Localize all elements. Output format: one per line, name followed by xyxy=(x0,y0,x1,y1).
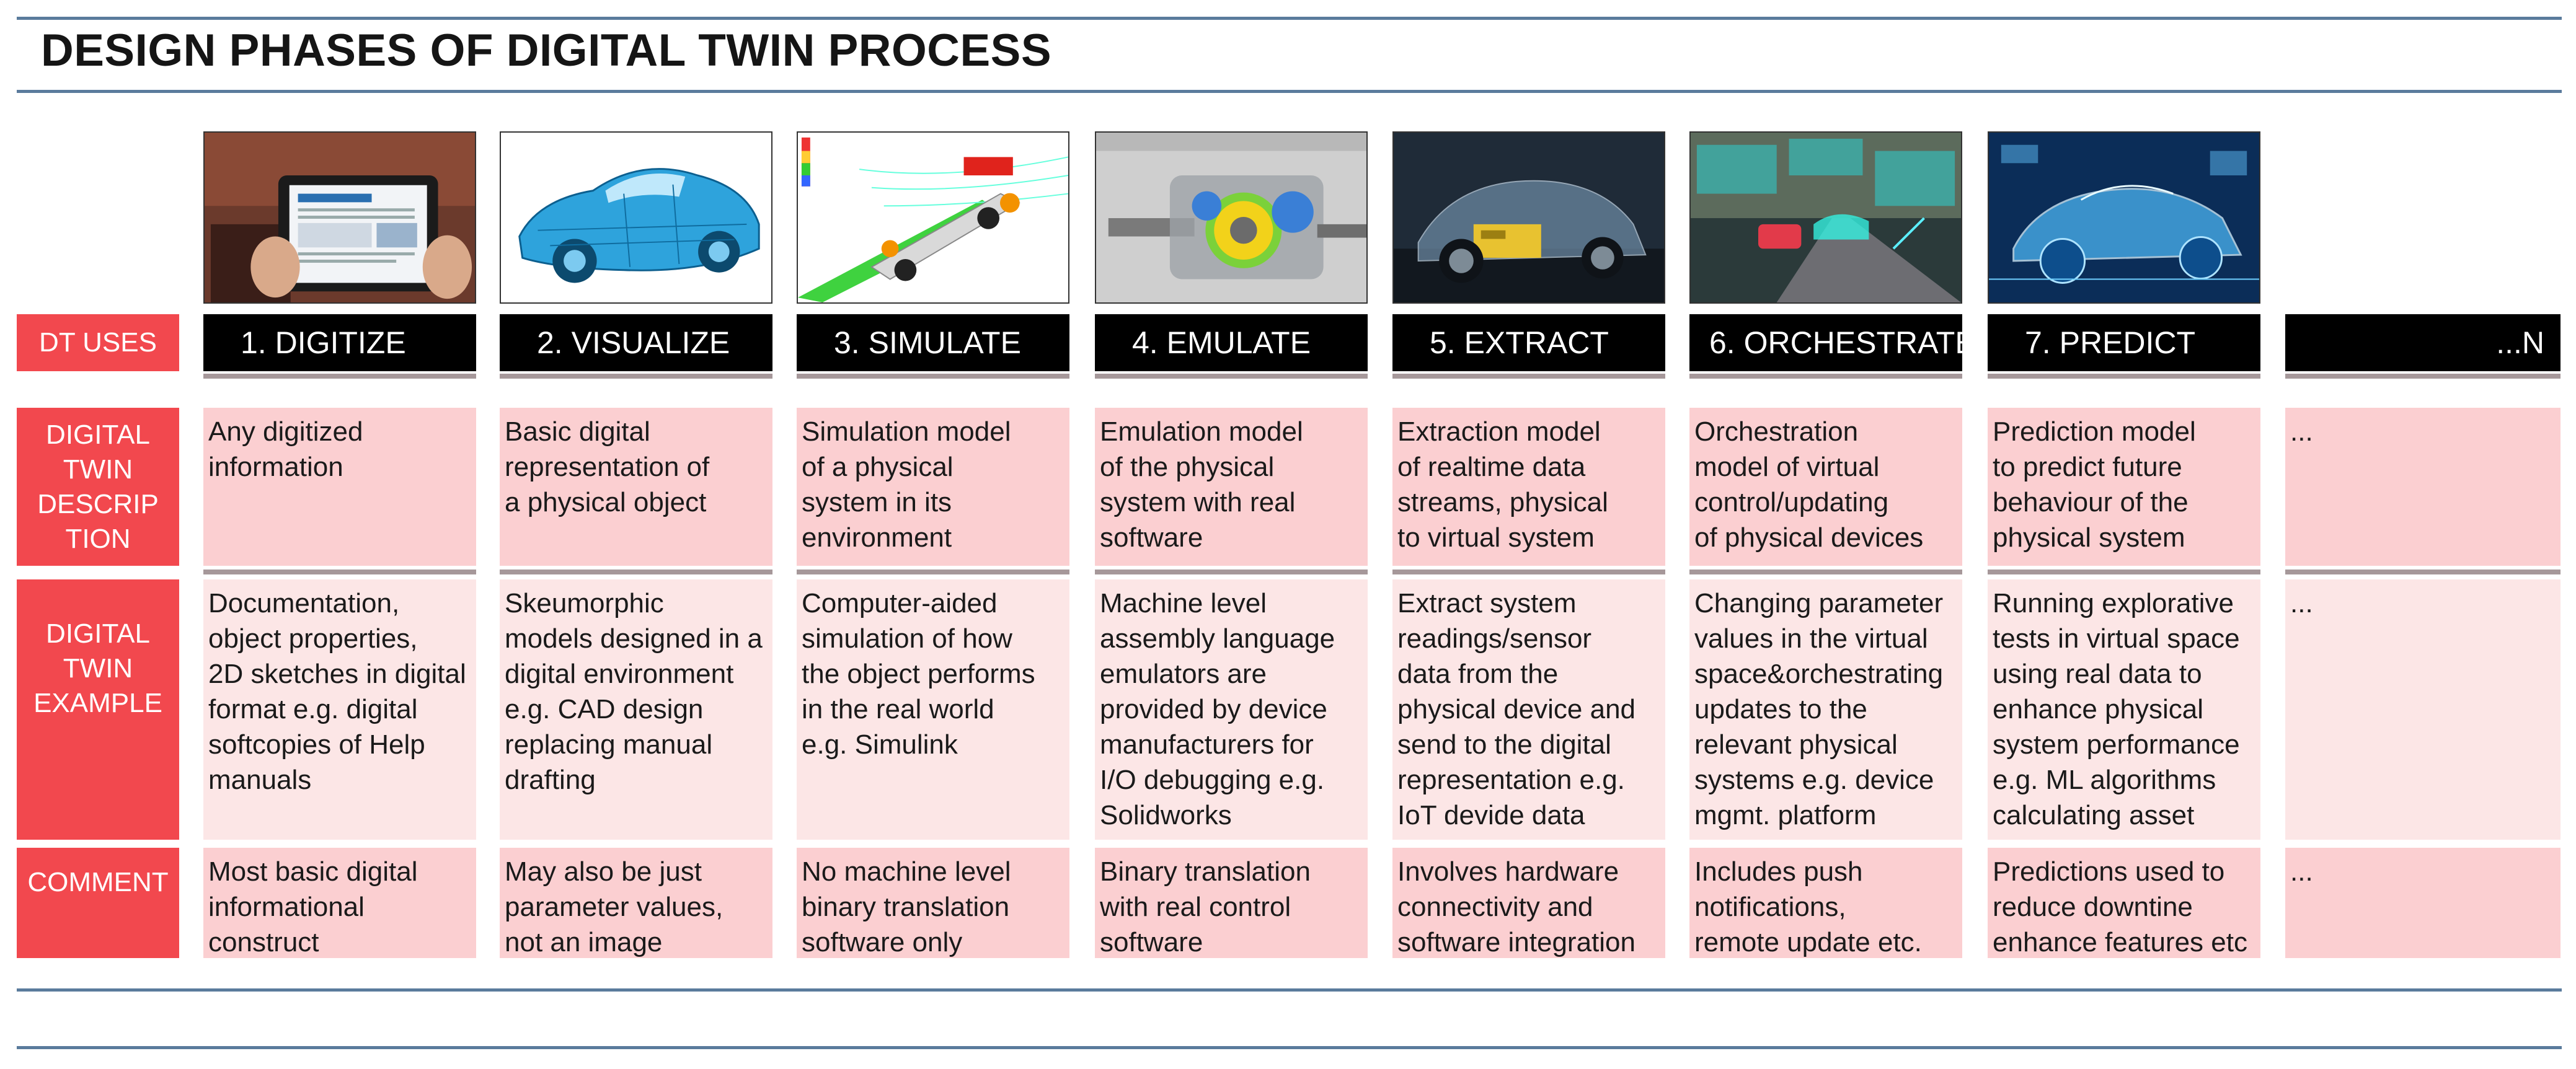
bottom-rule-lower xyxy=(17,1046,2562,1049)
extract-image xyxy=(1392,131,1665,304)
visualize-image xyxy=(500,131,772,304)
row-separator xyxy=(500,570,772,574)
phase-header-visualize: 2. VISUALIZE xyxy=(500,314,772,371)
example-digitize: Documentation, object properties, 2D ske… xyxy=(203,579,476,840)
example-orchestrate: Changing parameter values in the virtual… xyxy=(1689,579,1962,840)
header-underline xyxy=(203,374,476,379)
row-separator xyxy=(1095,570,1368,574)
description-emulate: Emulation model of the physical system w… xyxy=(1095,408,1368,566)
phase-header-extract: 5. EXTRACT xyxy=(1392,314,1665,371)
description-predict: Prediction model to predict future behav… xyxy=(1988,408,2260,566)
phase-header-emulate: 4. EMULATE xyxy=(1095,314,1368,371)
comment-simulate: No machine level binary translation soft… xyxy=(797,848,1069,958)
phase-header-predict: 7. PREDICT xyxy=(1988,314,2260,371)
phase-header-orchestrate: 6. ORCHESTRATE xyxy=(1689,314,1976,371)
description-n: ... xyxy=(2285,408,2561,566)
header-underline xyxy=(500,374,772,379)
example-predict: Running explorative tests in virtual spa… xyxy=(1988,579,2260,840)
description-extract: Extraction model of realtime data stream… xyxy=(1392,408,1665,566)
row-separator xyxy=(1392,570,1665,574)
comment-n: ... xyxy=(2285,848,2561,958)
example-simulate: Computer-aided simulation of how the obj… xyxy=(797,579,1069,840)
comment-emulate: Binary translation with real control sof… xyxy=(1095,848,1368,958)
description-visualize: Basic digital representation of a physic… xyxy=(500,408,772,566)
example-emulate: Machine level assembly language emulator… xyxy=(1095,579,1368,840)
header-underline xyxy=(797,374,1069,379)
bottom-rule-upper xyxy=(17,988,2562,992)
comment-digitize: Most basic digital informational constru… xyxy=(203,848,476,958)
header-underline xyxy=(1095,374,1368,379)
title-rule xyxy=(17,90,2562,93)
example-visualize: Skeumorphic models designed in a digital… xyxy=(500,579,772,840)
emulate-image xyxy=(1095,131,1368,304)
comment-predict: Predictions used to reduce downtine enha… xyxy=(1988,848,2260,958)
phase-header-simulate: 3. SIMULATE xyxy=(797,314,1069,371)
header-underline xyxy=(1988,374,2260,379)
comment-orchestrate: Includes push notifications, remote upda… xyxy=(1689,848,1962,958)
description-digitize: Any digitized information xyxy=(203,408,476,566)
description-simulate: Simulation model of a physical system in… xyxy=(797,408,1069,566)
simulate-image xyxy=(797,131,1069,304)
phase-header-n: ...N xyxy=(2285,314,2561,371)
header-underline xyxy=(1689,374,1962,379)
row-label-comment: COMMENT xyxy=(17,848,179,958)
row-label-description: DIGITAL TWIN DESCRIP TION xyxy=(17,408,179,566)
row-separator xyxy=(1988,570,2260,574)
row-separator xyxy=(1689,570,1962,574)
page-title: DESIGN PHASES OF DIGITAL TWIN PROCESS xyxy=(41,25,1052,76)
row-label-dt-uses: DT USES xyxy=(17,314,179,371)
header-underline xyxy=(1392,374,1665,379)
comment-extract: Involves hardware connectivity and softw… xyxy=(1392,848,1665,958)
example-extract: Extract system readings/sensor data from… xyxy=(1392,579,1665,840)
phase-header-digitize: 1. DIGITIZE xyxy=(203,314,476,371)
row-separator xyxy=(797,570,1069,574)
row-label-example: DIGITAL TWIN EXAMPLE xyxy=(17,579,179,840)
orchestrate-image xyxy=(1689,131,1962,304)
example-n: ... xyxy=(2285,579,2561,840)
predict-image xyxy=(1988,131,2260,304)
header-underline xyxy=(2285,374,2561,379)
row-separator xyxy=(2285,570,2561,574)
digitize-image xyxy=(203,131,476,304)
comment-visualize: May also be just parameter values, not a… xyxy=(500,848,772,958)
description-orchestrate: Orchestration model of virtual control/u… xyxy=(1689,408,1962,566)
row-separator xyxy=(203,570,476,574)
top-rule xyxy=(17,17,2562,20)
